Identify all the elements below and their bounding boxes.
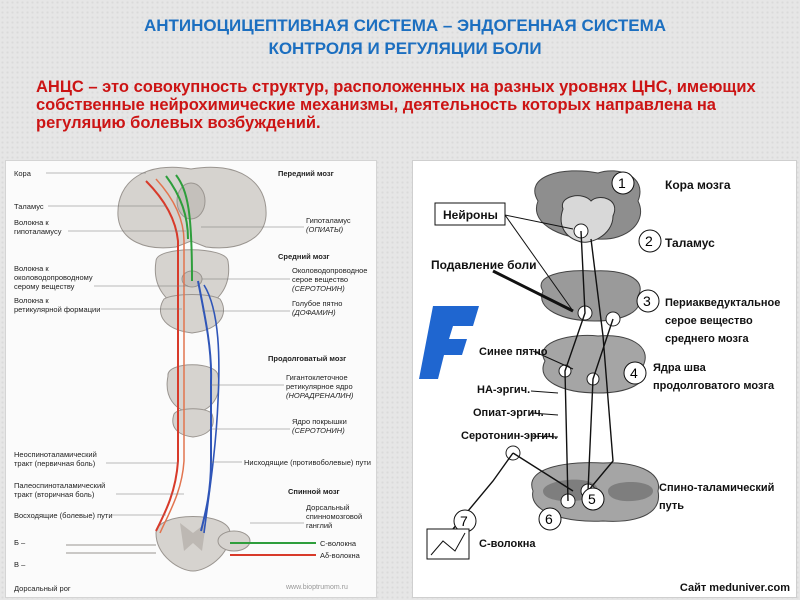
label-b: Б – — [14, 538, 26, 547]
label-serotonin-1: (СЕРОТОНИН) — [292, 284, 345, 293]
title-line-1: АНТИНОЦИЦЕПТИВНАЯ СИСТЕМА – ЭНДОГЕННАЯ С… — [60, 14, 750, 37]
label-volokna-okolo-1: Волокна к — [14, 264, 49, 273]
label-serotonin-2: (СЕРОТОНИН) — [292, 426, 345, 435]
label-a-volokna: Aδ-волокна — [320, 551, 361, 560]
label-volokna-gipot-1: Волокна к — [14, 218, 49, 227]
label-paleo-1: Палеоспиноталамический — [14, 481, 105, 490]
watermark: www.bioptrumom.ru — [285, 584, 348, 591]
label-volokna-gipot-2: гипоталамусу — [14, 227, 62, 236]
label-volokna-okolo-3: серому веществу — [14, 282, 75, 291]
label-gigant-2: ретикулярное ядро — [286, 382, 353, 391]
marker-4: 4 — [630, 365, 638, 381]
definition-text: АНЦС – это совокупность структур, распол… — [36, 78, 786, 132]
item-2-label: Таламус — [665, 236, 715, 250]
label-sred-mozg: Средний мозг — [278, 252, 330, 261]
label-dors-1: Дорсальный — [306, 503, 349, 512]
label-prodolg: Продолговатый мозг — [268, 354, 346, 363]
item-3-label-3: среднего мозга — [665, 333, 750, 345]
marker-2: 2 — [645, 233, 653, 249]
label-v: В – — [14, 560, 26, 569]
label-paleo-2: тракт (вторичная боль) — [14, 490, 95, 499]
label-gigant-1: Гигантоклеточное — [286, 373, 348, 382]
label-neospino-2: тракт (первичная боль) — [14, 459, 96, 468]
marker-6: 6 — [545, 511, 553, 527]
label-okolo-1: Околоводопроводное — [292, 266, 367, 275]
item-3-label-2: серое вещество — [665, 315, 753, 327]
slide-title: АНТИНОЦИЦЕПТИВНАЯ СИСТЕМА – ЭНДОГЕННАЯ С… — [60, 14, 750, 60]
label-c-volokna: С-волокна — [320, 539, 357, 548]
label-dors-rog: Дорсальный рог — [14, 584, 71, 593]
marker-3: 3 — [643, 293, 651, 309]
label-gipot: Гипоталамус — [306, 216, 351, 225]
label-spino-2: путь — [659, 500, 684, 512]
credit: Сайт meduniver.com — [680, 582, 790, 594]
label-volokna-retik-2: ретикулярной формации — [14, 305, 100, 314]
label-goluboe: Голубое пятно — [292, 299, 342, 308]
label-volokna-retik-1: Волокна к — [14, 296, 49, 305]
label-dofamin: (ДОФАМИН) — [292, 308, 336, 317]
item-1-label: Кора мозга — [665, 178, 731, 192]
label-noradr: (НОРАДРЕНАЛИН) — [286, 391, 354, 400]
title-line-2: КОНТРОЛЯ И РЕГУЛЯЦИИ БОЛИ — [60, 37, 750, 60]
label-c-volokna: С-волокна — [479, 538, 536, 550]
label-spin-mozg: Спинной мозг — [288, 487, 340, 496]
right-diagram: 1 2 3 4 5 6 7 Нейроны Подавление боли Си… — [412, 160, 797, 598]
label-okolo-2: серое вещество — [292, 275, 348, 284]
label-podavlenie: Подавление боли — [431, 258, 537, 272]
label-na-ergich: НА-эргич. — [477, 384, 530, 396]
label-yadro-1: Ядро покрышки — [292, 417, 347, 426]
label-pered-mozg: Передний мозг — [278, 169, 334, 178]
label-dors-3: ганглий — [306, 521, 332, 530]
item-4-label-2: продолговатого мозга — [653, 380, 775, 392]
marker-1: 1 — [618, 175, 626, 191]
item-4-label-1: Ядра шва — [653, 362, 707, 374]
label-volokna-okolo-2: околоводопроводному — [14, 273, 93, 282]
label-sinee: Синее пятно — [479, 346, 548, 358]
label-neirony: Нейроны — [443, 208, 498, 222]
label-nishod: Нисходящие (противоболевые) пути — [244, 458, 371, 467]
item-3-label-1: Периакведуктальное — [665, 297, 780, 309]
left-diagram: Кора Таламус Волокна к гипоталамусу Воло… — [5, 160, 377, 598]
label-talamus: Таламус — [14, 202, 44, 211]
left-diagram-svg: Кора Таламус Волокна к гипоталамусу Воло… — [6, 161, 376, 597]
label-dors-2: спинномозговой — [306, 512, 362, 521]
logo-letter: F — [413, 161, 414, 162]
label-neospino-1: Неоспиноталамический — [14, 450, 97, 459]
label-spino-1: Спино-таламический — [659, 482, 774, 494]
label-kora: Кора — [14, 169, 32, 178]
label-vosh: Восходящие (болевые) пути — [14, 511, 113, 520]
right-diagram-svg: 1 2 3 4 5 6 7 Нейроны Подавление боли Си… — [413, 161, 796, 597]
marker-7: 7 — [460, 513, 468, 529]
marker-5: 5 — [588, 491, 596, 507]
label-opiaty: (ОПИАТЫ) — [306, 225, 344, 234]
